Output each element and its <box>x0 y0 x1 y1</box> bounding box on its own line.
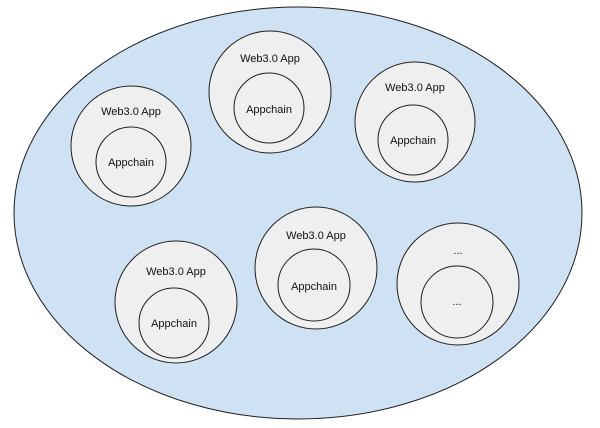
appchain-circle <box>277 248 351 322</box>
more-apps-node: ... ... <box>396 222 520 346</box>
appchain-label: Appchain <box>291 281 337 293</box>
more-appchains-circle <box>420 265 494 339</box>
web3-app-node: Web3.0 App Appchain <box>354 61 476 183</box>
appchain-label: Appchain <box>246 104 292 116</box>
web3-app-label: Web3.0 App <box>286 230 346 242</box>
web3-app-node: Web3.0 App Appchain <box>70 85 192 207</box>
web3-app-label: Web3.0 App <box>385 82 445 94</box>
appchain-circle <box>377 104 449 176</box>
web3-app-label: Web3.0 App <box>146 266 206 278</box>
appchain-label: Appchain <box>108 157 154 169</box>
appchain-label: Appchain <box>151 318 197 330</box>
web3-app-node: Web3.0 App Appchain <box>208 30 332 154</box>
web3-app-label: Web3.0 App <box>101 106 161 118</box>
appchain-circle <box>233 72 305 144</box>
more-apps-label: ... <box>453 245 462 257</box>
appchain-label: Appchain <box>390 135 436 147</box>
web3-app-node: Web3.0 App Appchain <box>114 240 238 364</box>
appchain-circle <box>138 287 210 359</box>
more-appchains-label: ... <box>452 296 461 308</box>
appchain-circle <box>95 126 167 198</box>
web3-app-label: Web3.0 App <box>240 53 300 65</box>
web3-app-node: Web3.0 App Appchain <box>254 206 378 330</box>
